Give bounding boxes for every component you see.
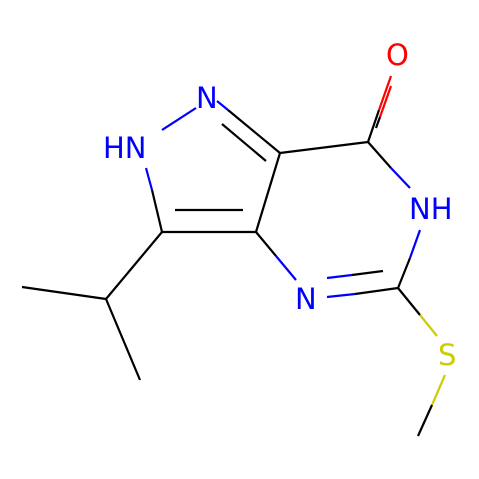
- bond-n-c7a-blue: [216, 100, 229, 111]
- bond-c7a-c7: [279, 140, 369, 155]
- bond-n-c7a-double: [221, 123, 267, 162]
- atom-label-n2: N: [196, 81, 218, 115]
- bond-s-methyl: [430, 374, 447, 406]
- bond-c5-n4: [354, 286, 399, 296]
- bond-c7a-c3a: [254, 152, 282, 233]
- bond-n4-c3a-black: [255, 231, 277, 257]
- bond-c5-s: [397, 287, 421, 316]
- bond-ch-c3: [105, 231, 163, 300]
- bond-c3-nh-n: [144, 167, 154, 191]
- bond-c7-nh: [367, 141, 392, 169]
- bond-nh-n: [161, 107, 197, 131]
- bond-methyl2-ch: [104, 298, 142, 381]
- bond-c5-n4-blue: [326, 292, 356, 299]
- bond-s-methyl-black: [416, 404, 434, 437]
- bond-c7-o-red: [377, 75, 393, 111]
- bond-c7-o: [366, 109, 381, 143]
- atom-label-nh6: NH: [409, 192, 453, 226]
- atom-label-sulfur: S: [438, 338, 456, 372]
- bond-c5-s-yellow: [419, 314, 438, 337]
- bond-c5-n4-double-blue: [326, 273, 353, 280]
- bond-n4-c3a: [275, 255, 297, 281]
- bond-n-c7a: [227, 109, 281, 154]
- bond-nh-c5: [408, 229, 422, 259]
- bond-c7-nh-blue: [390, 167, 411, 189]
- bond-c5-n4-double: [351, 269, 384, 277]
- bond-c7-o-double: [378, 85, 393, 118]
- atom-label-oxygen: O: [386, 38, 409, 72]
- bond-c3-nh: [150, 189, 164, 233]
- bond-nh-c5-black: [396, 257, 412, 289]
- atom-label-hn1: HN: [103, 131, 147, 165]
- atom-label-n4: N: [295, 282, 317, 316]
- bond-c7-o-double-black: [374, 116, 382, 129]
- bond-methyl1-ch: [21, 285, 107, 301]
